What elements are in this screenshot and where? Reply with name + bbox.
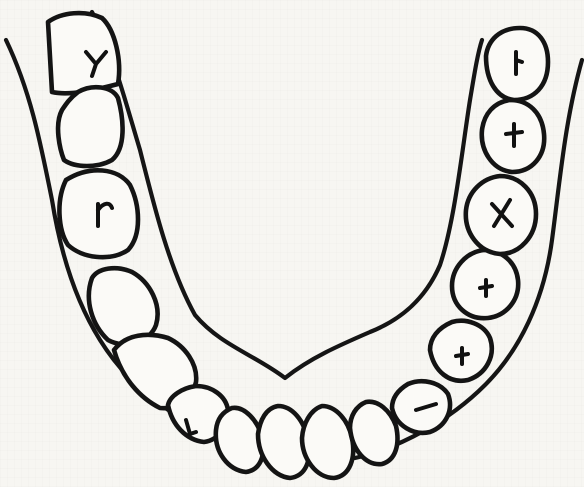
tooth-right-2	[58, 87, 123, 166]
tooth-front-4	[350, 402, 397, 464]
tooth-front-3	[302, 406, 353, 478]
tooth-right-1	[48, 13, 119, 93]
